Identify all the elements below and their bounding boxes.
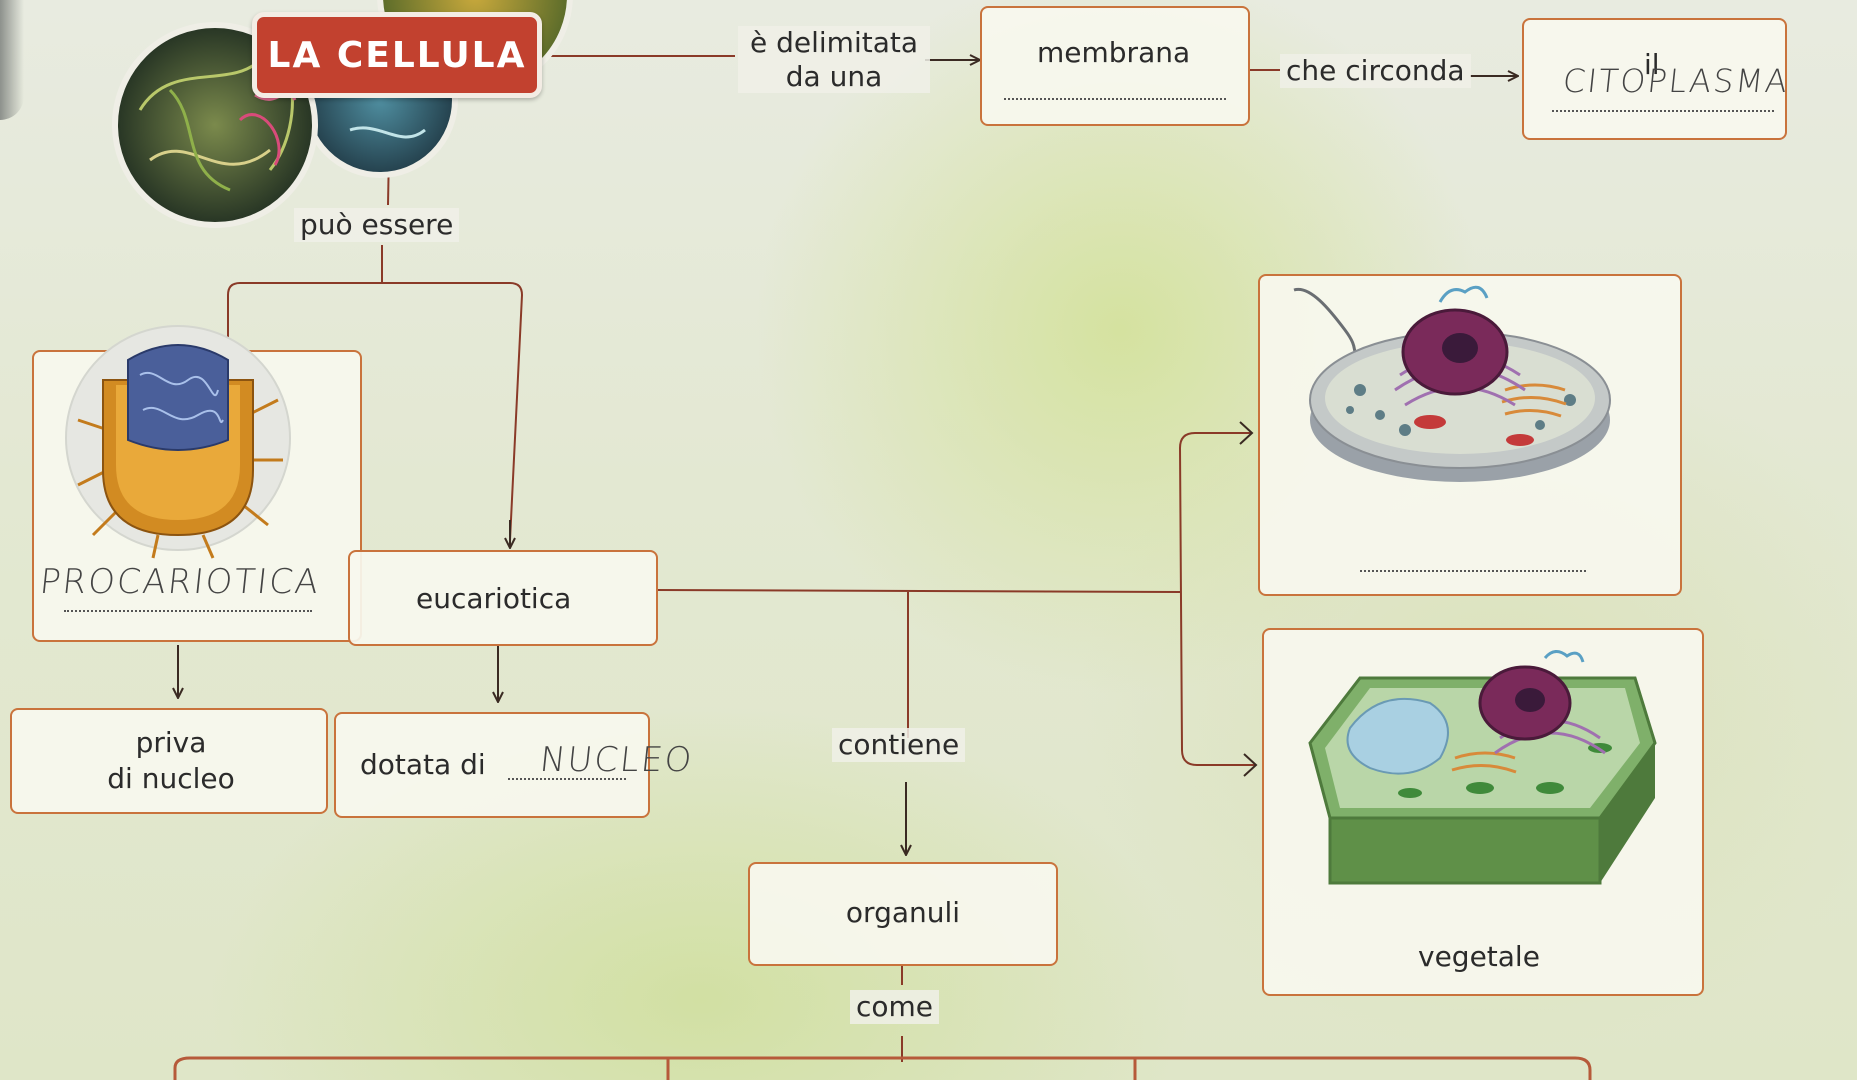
- handwritten-cytoplasm: CITOPLASMA: [1561, 62, 1792, 100]
- link-delimited-line-2: da una: [785, 59, 883, 93]
- link-delimited-line-1: è delimitata: [749, 26, 918, 59]
- organelles-box: organuli: [748, 862, 1058, 966]
- prokaryotic-blank: [64, 610, 312, 612]
- page-edge-shadow: [0, 0, 24, 120]
- branch-bracket: [227, 282, 524, 541]
- animal-cell-blank: [1360, 570, 1586, 572]
- animal-cell-illustration: [1293, 285, 1611, 482]
- no-nucleus-line-2: di nucleo: [107, 762, 235, 795]
- handwritten-prokaryotic: PROCARIOTICA: [37, 562, 323, 602]
- cytoplasm-article: il: [1644, 48, 1660, 81]
- right-bracket: [1178, 432, 1256, 766]
- bottom-bar: [173, 1056, 1592, 1080]
- membrane-box: membrana: [980, 6, 1250, 126]
- link-contains: contiene: [832, 728, 966, 762]
- with-nucleus-box: dotata di: [334, 712, 650, 818]
- membrane-label: membrana: [1037, 36, 1191, 69]
- title-box: LA CELLULA: [252, 12, 542, 98]
- plant-cell-illustration: [1308, 650, 1657, 885]
- eukaryotic-label: eucariotica: [416, 582, 572, 615]
- handwritten-nucleus: NUCLEO: [537, 740, 696, 780]
- with-nucleus-label: dotata di: [360, 748, 486, 781]
- bacterium-illustration: [65, 325, 291, 559]
- arrowhead-animal: [1239, 421, 1254, 445]
- link-surrounds: che circonda: [1280, 54, 1471, 88]
- plant-cell-label: vegetale: [1418, 940, 1540, 973]
- no-nucleus-line-1: priva: [135, 726, 207, 759]
- link-like: come: [850, 990, 940, 1024]
- with-nucleus-blank: [508, 778, 626, 780]
- link-delimited: è delimitata da una: [738, 26, 930, 94]
- cytoplasm-box: il: [1522, 18, 1787, 140]
- organelles-label: organuli: [845, 896, 961, 929]
- eukaryotic-box: eucariotica: [348, 550, 658, 646]
- line-eukaryotic-right: [655, 589, 1181, 593]
- cytoplasm-blank: [1552, 110, 1774, 112]
- no-nucleus-box: priva di nucleo: [10, 708, 328, 814]
- link-can-be: può essere: [294, 208, 460, 242]
- arrowhead-plant: [1243, 753, 1258, 777]
- membrane-blank: [1004, 98, 1226, 100]
